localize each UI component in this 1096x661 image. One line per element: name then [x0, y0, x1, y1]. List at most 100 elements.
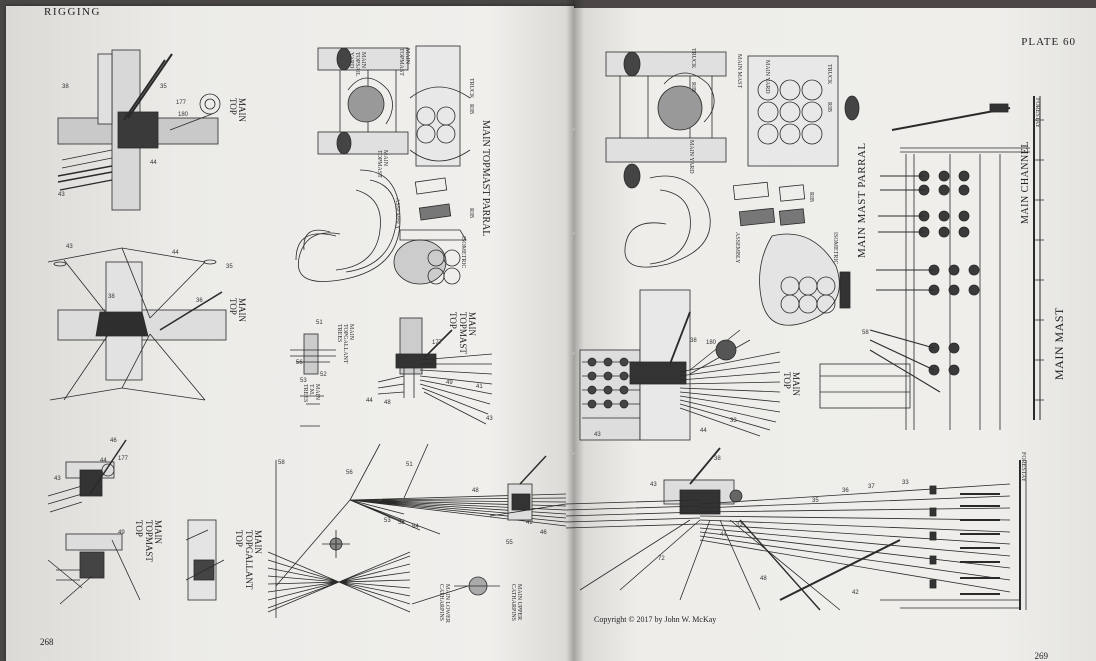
- label-main-upper-catharpins: MAIN UPPER CATHARPINS: [510, 584, 522, 622]
- label-main-mast-small: MAIN MAST: [736, 54, 742, 89]
- callout-number: 49: [446, 380, 453, 386]
- callout-number: 43: [650, 482, 657, 488]
- topmast-top-lines: [290, 317, 493, 427]
- callout-number: 49: [118, 530, 125, 536]
- callout-number: 56: [346, 470, 353, 476]
- label-main-yard: MAIN YARD: [764, 60, 770, 94]
- book-gutter: [566, 0, 584, 661]
- callout-number: 51: [406, 462, 413, 468]
- main-top-drawing-2: [47, 247, 227, 401]
- main-mast-parral-drawing: [605, 51, 860, 326]
- callout-number: 33: [730, 418, 737, 424]
- topmast-parral-drawing: [295, 45, 471, 285]
- callout-number: 177: [118, 456, 129, 462]
- callout-number: 33: [902, 480, 909, 486]
- callout-number: 42: [852, 590, 859, 596]
- main-channel-drawing: [819, 96, 1044, 430]
- binding-stitch: [572, 232, 575, 235]
- label-main-mast-parral: MAIN MAST PARRAL: [856, 142, 868, 258]
- binding-stitch: [572, 128, 575, 131]
- callout-number: 52: [320, 372, 327, 378]
- callout-number: 44: [172, 250, 179, 256]
- main-top-drawing-1: [57, 49, 221, 211]
- label-assembly: ASSEMBLY: [394, 198, 400, 230]
- callout-number: 58: [862, 330, 869, 336]
- callout-number: 35: [160, 84, 167, 90]
- label-main-topgallant-top: MAIN TOPGALLANT TOP: [234, 530, 263, 590]
- callout-number: 51: [316, 320, 323, 326]
- label-main-top-2: MAIN TOP: [227, 298, 247, 322]
- label-isometric: ISOMETRIC: [460, 236, 466, 269]
- callout-number: 54: [412, 524, 419, 530]
- callout-number: 55: [506, 540, 513, 546]
- label-main-topmast-b: MAIN TOPMAST: [376, 150, 388, 178]
- label-truck-right: TRUCK: [690, 48, 696, 69]
- callout-number: 36: [842, 488, 849, 494]
- callout-number: 38: [108, 294, 115, 300]
- label-main-topmast-top-2: MAIN TOPMAST TOP: [448, 312, 477, 354]
- catharpins-drawing: [267, 530, 500, 613]
- callout-number: 49: [526, 520, 533, 526]
- main-topmast-top-drawing: [47, 439, 127, 513]
- callout-number: 43: [486, 416, 493, 422]
- label-main-topgallant-trees: MAIN TOPGALLANT TREES: [336, 324, 354, 364]
- label-main-topsail-yard: MAIN TOPSAIL YARD: [348, 52, 366, 77]
- label-truck: TRUCK: [468, 78, 474, 99]
- callout-number: 33: [736, 522, 743, 528]
- label-main-mast: MAIN MAST: [1052, 307, 1066, 380]
- callout-number: 41: [476, 384, 483, 390]
- copyright-notice: Copyright © 2017 by John W. McKay: [594, 615, 717, 624]
- callout-number: 46: [540, 530, 547, 536]
- main-lower-stays-drawing: [565, 447, 1027, 611]
- callout-number: 35: [812, 498, 819, 504]
- callout-number: 44: [100, 458, 107, 464]
- label-forestay-2: FORESTAY: [1020, 452, 1026, 482]
- callout-number: 46: [110, 438, 117, 444]
- label-isometric-right: ISOMETRIC: [832, 232, 838, 265]
- label-main-yard-2: MAIN YARD: [688, 140, 694, 174]
- callout-number: 38: [690, 338, 697, 344]
- callout-number: 44: [366, 398, 373, 404]
- callout-number: 43: [58, 192, 65, 198]
- label-truck-right-2: TRUCK: [826, 64, 832, 85]
- stay-fan-drawing: [275, 443, 567, 618]
- main-topgallant-top-drawing: [47, 519, 225, 605]
- callout-number: 48: [472, 488, 479, 494]
- callout-number: 177: [176, 100, 187, 106]
- page-number-left: 268: [40, 637, 54, 647]
- callout-number: 48: [760, 576, 767, 582]
- label-main-channel: MAIN CHANNEL: [1020, 141, 1031, 224]
- callout-number: 43: [54, 476, 61, 482]
- callout-number: 38: [714, 456, 721, 462]
- label-main-top: MAIN TOP: [227, 98, 247, 122]
- label-main-topmast-parral: MAIN TOPMAST PARRAL: [480, 120, 491, 237]
- callout-number: 55: [398, 520, 405, 526]
- label-rib: RIB: [468, 104, 474, 115]
- label-main-tm-trees: MAIN T.M. TREES: [302, 384, 320, 403]
- callout-number: 37: [868, 484, 875, 490]
- label-rib-right: RIB: [690, 82, 696, 93]
- label-main-topmast-top: MAIN TOPMAST TOP: [134, 520, 163, 562]
- callout-number: 43: [594, 432, 601, 438]
- callout-number: 44: [700, 428, 707, 434]
- callout-number: 38: [62, 84, 69, 90]
- running-head-left: RIGGING: [44, 6, 101, 18]
- callout-number: 44: [720, 532, 727, 538]
- binding-stitch: [572, 452, 575, 455]
- callout-number: 72: [658, 556, 665, 562]
- callout-number: 180: [706, 340, 717, 346]
- main-top-right-drawing: [579, 289, 781, 441]
- binding-stitch: [572, 352, 575, 355]
- label-rib-2: RIB: [468, 208, 474, 219]
- label-rib-right-2: RIB: [826, 102, 832, 113]
- callout-number: 53: [384, 518, 391, 524]
- label-forestay: FORESTAY: [1034, 98, 1040, 128]
- callout-number: 48: [384, 400, 391, 406]
- callout-number: 180: [178, 112, 189, 118]
- page-number-right: 269: [1034, 651, 1049, 661]
- label-main-topmast: MAIN TOPMAST: [398, 48, 410, 76]
- callout-number: 58: [278, 460, 285, 466]
- callout-number: 56: [296, 360, 303, 366]
